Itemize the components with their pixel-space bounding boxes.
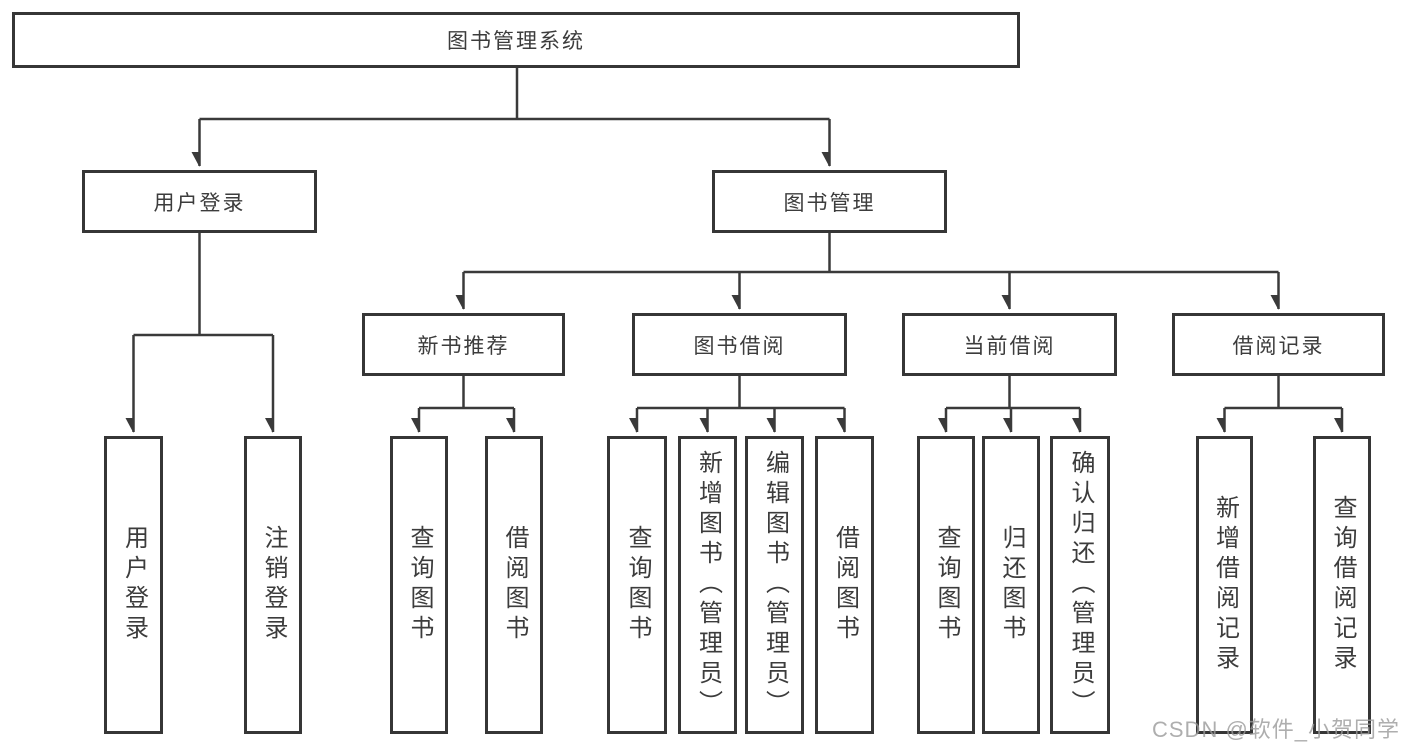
node-book-management: 图书管理 xyxy=(712,170,947,233)
leaf-borrowing-query-book: 查询图书 xyxy=(607,436,667,734)
node-book-management-label: 图书管理 xyxy=(783,191,876,215)
leaf-current-confirm-return-admin: 确认归还（管理员） xyxy=(1050,436,1110,734)
leaf-user-login: 用户登录 xyxy=(104,436,163,734)
leaf-current-return-book: 归还图书 xyxy=(982,436,1040,734)
leaf-current-query-book: 查询图书 xyxy=(917,436,975,734)
csdn-watermark: CSDN @软件_小贺同学 xyxy=(1152,717,1401,742)
node-user-login: 用户登录 xyxy=(82,170,317,233)
leaf-borrowing-edit-book-admin: 编辑图书（管理员） xyxy=(745,436,804,734)
node-library-system: 图书管理系统 xyxy=(12,12,1020,68)
node-book-borrowing: 图书借阅 xyxy=(632,313,847,376)
node-new-book-recommend: 新书推荐 xyxy=(362,313,565,376)
leaf-recommend-borrow-book: 借阅图书 xyxy=(485,436,543,734)
leaf-records-add-record: 新增借阅记录 xyxy=(1196,436,1253,734)
node-borrowing-records-label: 借阅记录 xyxy=(1232,334,1325,358)
leaf-recommend-query-book: 查询图书 xyxy=(390,436,448,734)
leaf-records-query-record: 查询借阅记录 xyxy=(1313,436,1371,734)
node-current-borrowing-label: 当前借阅 xyxy=(963,334,1056,358)
node-library-system-label: 图书管理系统 xyxy=(447,30,585,53)
node-borrowing-records: 借阅记录 xyxy=(1172,313,1385,376)
node-user-login-label: 用户登录 xyxy=(153,191,246,215)
node-new-book-recommend-label: 新书推荐 xyxy=(417,334,510,358)
leaf-borrowing-borrow-book: 借阅图书 xyxy=(815,436,874,734)
leaf-logout-login: 注销登录 xyxy=(244,436,302,734)
node-current-borrowing: 当前借阅 xyxy=(902,313,1117,376)
node-book-borrowing-label: 图书借阅 xyxy=(693,334,786,358)
leaf-borrowing-add-book-admin: 新增图书（管理员） xyxy=(678,436,737,734)
